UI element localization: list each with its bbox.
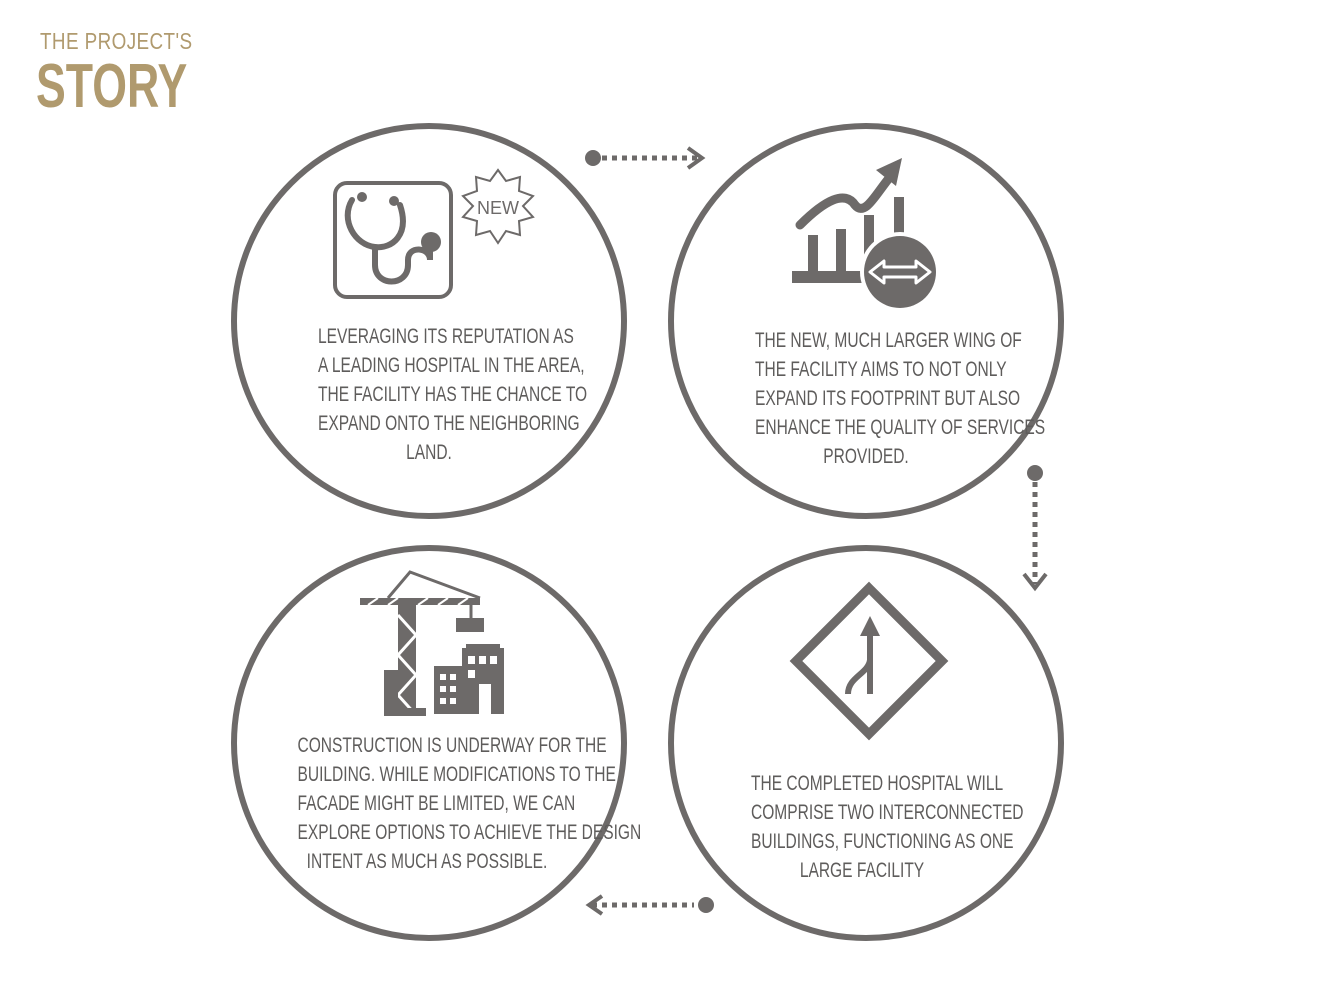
merge-sign-icon xyxy=(789,581,949,741)
step-3-text: THE COMPLETED HOSPITAL WILL COMPRISE TWO… xyxy=(712,769,1024,885)
step-3-line: BUILDINGS, FUNCTIONING AS ONE xyxy=(751,830,1014,853)
step-2-line: EXPAND ITS FOOTPRINT BUT ALSO xyxy=(755,387,1021,410)
step-1-line: LEVERAGING ITS REPUTATION AS xyxy=(318,325,574,348)
page-title: STORY xyxy=(36,52,188,121)
step-3-line: THE COMPLETED HOSPITAL WILL xyxy=(751,772,1004,795)
step-4-line: CONSTRUCTION IS UNDERWAY FOR THE xyxy=(297,734,607,757)
step-4-text: CONSTRUCTION IS UNDERWAY FOR THE BUILDIN… xyxy=(252,731,642,876)
new-badge-label: NEW xyxy=(477,198,519,218)
step-1-line: EXPAND ONTO THE NEIGHBORING xyxy=(318,412,580,435)
step-2-line: ENHANCE THE QUALITY OF SERVICES xyxy=(755,416,1046,439)
step-2-line: THE FACILITY AIMS TO NOT ONLY xyxy=(755,358,1007,381)
step-3-line: COMPRISE TWO INTERCONNECTED xyxy=(751,801,1024,824)
step-3-circle xyxy=(668,545,1064,941)
step-2-circle xyxy=(668,123,1064,519)
new-badge-icon xyxy=(461,168,535,245)
step-2-line: PROVIDED. xyxy=(823,445,909,468)
step-1-line: A LEADING HOSPITAL IN THE AREA, xyxy=(318,354,585,377)
step-2-text: THE NEW, MUCH LARGER WING OF THE FACILIT… xyxy=(716,326,1046,471)
arrow-right-connector xyxy=(585,146,706,170)
step-4-line: INTENT AS MUCH AS POSSIBLE. xyxy=(306,850,548,873)
construction-crane-icon xyxy=(360,570,504,717)
step-4-line: FACADE MIGHT BE LIMITED, WE CAN xyxy=(297,792,576,815)
step-3-line: LARGE FACILITY xyxy=(799,859,925,882)
step-1-line: THE FACILITY HAS THE CHANCE TO xyxy=(318,383,588,406)
growth-chart-expand-icon xyxy=(792,158,940,312)
step-1-circle xyxy=(231,123,627,519)
title-subheading: THE PROJECT'S xyxy=(40,28,193,54)
step-4-circle xyxy=(231,545,627,941)
step-4-line: BUILDING. WHILE MODIFICATIONS TO THE xyxy=(297,763,616,786)
arrow-left-connector xyxy=(585,894,714,916)
arrow-down-connector xyxy=(1022,465,1048,592)
step-4-line: EXPLORE OPTIONS TO ACHIEVE THE DESIGN xyxy=(297,821,642,844)
step-1-text: LEVERAGING ITS REPUTATION AS A LEADING H… xyxy=(279,322,588,467)
step-2-line: THE NEW, MUCH LARGER WING OF xyxy=(755,329,1022,352)
stethoscope-new-icon: NEW xyxy=(333,168,535,299)
step-1-line: LAND. xyxy=(406,441,452,464)
